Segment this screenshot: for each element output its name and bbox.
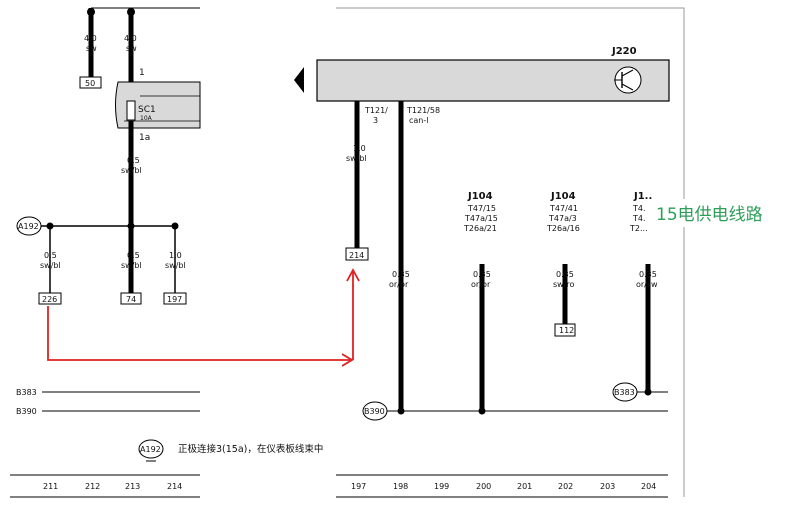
junction-dot (478, 407, 486, 415)
column-number: 213 (125, 482, 140, 491)
fuse-rating: 10A (140, 115, 153, 122)
annotation-text: 15电供电线路 (656, 205, 763, 225)
transistor-icon-lead (621, 69, 634, 77)
junction-dot (397, 407, 405, 415)
terminal-label: 112 (559, 326, 574, 335)
column-number: 212 (85, 482, 100, 491)
terminal-label: 50 (85, 79, 95, 88)
component-name: J220 (611, 46, 637, 57)
page-border (336, 7, 685, 497)
wire-size-label: 1.0 (169, 251, 182, 260)
wire-color-label: or/sw (636, 280, 658, 289)
connector-label: A192 (18, 222, 39, 231)
column-number: 198 (393, 482, 408, 491)
module-pin: T47/41 (549, 204, 578, 213)
wire-color-label: sw/bl (165, 261, 186, 270)
fuse-name: SC1 (138, 105, 156, 115)
wire-color-label: sw/bl (40, 261, 61, 270)
terminal-box (38, 292, 62, 305)
red-arrow-head (341, 353, 354, 367)
legend-symbol (138, 439, 164, 459)
column-number: 200 (476, 482, 491, 491)
wire-size-label: 0.35 (473, 270, 491, 279)
terminal-box (120, 292, 142, 305)
terminal-label: 197 (167, 295, 182, 304)
column-number: 201 (517, 482, 532, 491)
continuation-arrow (294, 67, 304, 93)
wire-size-label: 0.5 (127, 251, 140, 260)
wire-color-label: sw/bl (346, 154, 367, 163)
column-number: 211 (43, 482, 58, 491)
wire-size-label: 1.0 (353, 144, 366, 153)
wire-color-label: sw/bl (121, 261, 142, 270)
terminal-box (554, 323, 576, 337)
red-arrow-path (47, 306, 350, 361)
column-number: 202 (558, 482, 573, 491)
bus-label: B383 (16, 388, 37, 397)
column-number: 199 (434, 482, 449, 491)
wire-size-label: 0.35 (639, 270, 657, 279)
red-arrow-head (346, 268, 360, 282)
connector-a192 (16, 216, 42, 236)
terminal-label: 74 (126, 295, 136, 304)
terminal-box (79, 76, 102, 89)
wire-size-label: 4.0 (124, 34, 137, 43)
module-pin: T26a/16 (546, 224, 580, 233)
fuse-pin-out: 1a (139, 133, 150, 143)
terminal-box (163, 292, 187, 305)
wire-size-label: 0.5 (127, 156, 140, 165)
wire-size-label: 0.35 (392, 270, 410, 279)
component-j220 (316, 59, 670, 102)
transistor-icon-lead (621, 83, 634, 91)
terminal-box (345, 247, 369, 261)
connector-b383 (612, 382, 638, 402)
module-pin: T4. (632, 204, 646, 213)
module-pin: T47/15 (467, 204, 496, 213)
module-pin: T26a/21 (463, 224, 497, 233)
junction-dot (127, 8, 135, 16)
column-number: 214 (167, 482, 182, 491)
module-name: J104 (467, 191, 493, 202)
wire-size-label: 0.35 (556, 270, 574, 279)
module-pin: T4. (632, 214, 646, 223)
fuse-pin-in: 1 (139, 68, 145, 78)
connector-b390 (362, 401, 388, 421)
legend-text: 正极连接3(15a)，在仪表板线束中 (178, 443, 323, 455)
bus-label: B390 (16, 407, 37, 416)
wire-color-label: sw (86, 44, 97, 53)
fuse-element (126, 100, 136, 121)
wire-size-label: 4.0 (84, 34, 97, 43)
terminal-label: 214 (349, 251, 364, 260)
column-number: 204 (641, 482, 656, 491)
module-pin: T47a/15 (464, 214, 498, 223)
module-pin: T2... (629, 224, 648, 233)
wire-color-label: or/br (471, 280, 491, 289)
terminal-label: 226 (42, 295, 57, 304)
wire-color-label: sw/bl (121, 166, 142, 175)
pin-label: T121/58 (406, 106, 440, 115)
connector-label: B390 (364, 407, 385, 416)
pin-label: T121/ (364, 106, 388, 115)
wire-color-label: sw/ro (553, 280, 575, 289)
fuse-holder (115, 81, 201, 129)
wire-size-label: 0.5 (44, 251, 57, 260)
pin-label: 3 (373, 116, 378, 125)
module-pin: T47a/3 (548, 214, 577, 223)
junction-dot (127, 222, 135, 230)
column-number: 197 (351, 482, 366, 491)
wire-color-label: sw (126, 44, 137, 53)
connector-label: B383 (614, 388, 635, 397)
module-name: J104 (550, 191, 576, 202)
junction-dot (644, 388, 652, 396)
pin-label: can-l (409, 116, 428, 125)
junction-dot (87, 8, 95, 16)
column-number: 203 (600, 482, 615, 491)
module-name: J1.. (633, 191, 652, 202)
wire-color-label: or/br (389, 280, 409, 289)
legend-symbol-label: A192 (140, 445, 161, 454)
annotation-backdrop (652, 199, 794, 227)
